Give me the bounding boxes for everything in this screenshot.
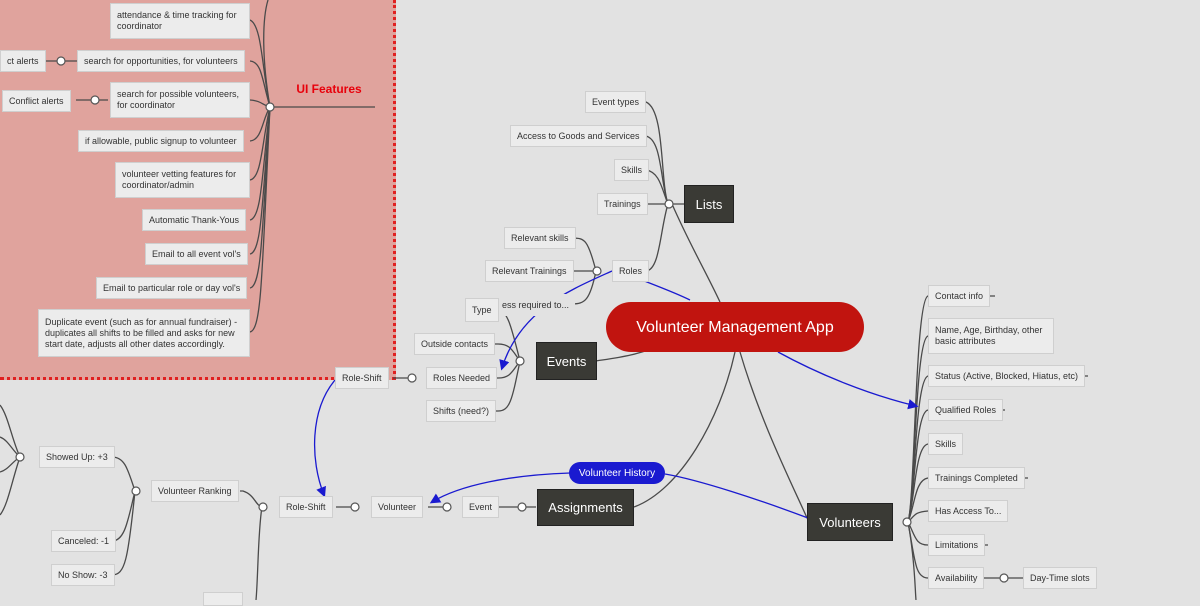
branch-assignments[interactable]: Assignments [537,489,634,526]
events-item-roles-needed[interactable]: Roles Needed [426,367,498,389]
assignment-event[interactable]: Event [462,496,500,518]
ranking-canceled[interactable]: Canceled: -1 [51,530,117,552]
role-shift-upper[interactable]: Role-Shift [335,367,389,389]
events-item-shifts[interactable]: Shifts (need?) [426,400,497,422]
availability-day-time-slots[interactable]: Day-Time slots [1023,567,1097,589]
ui-feature-email-all[interactable]: Email to all event vol's [145,243,248,265]
conflict-alerts[interactable]: Conflict alerts [2,90,71,112]
ui-features-title[interactable]: UI Features [296,81,362,96]
roles-item-relevant-skills[interactable]: Relevant skills [504,227,576,249]
ui-feature-public-signup[interactable]: if allowable, public signup to volunteer [78,130,244,152]
list-item-roles[interactable]: Roles [612,260,650,282]
ui-feature-thank-yous[interactable]: Automatic Thank-Yous [142,209,247,231]
assignment-role-shift[interactable]: Role-Shift [279,496,333,518]
ui-feature-search-opportunities[interactable]: search for opportunities, for volunteers [77,50,245,72]
branch-volunteers[interactable]: Volunteers [807,503,893,541]
roles-item-access-required[interactable]: ess required to... [496,294,576,316]
ui-feature-duplicate-event[interactable]: Duplicate event (such as for annual fund… [38,309,250,357]
list-item-access-goods[interactable]: Access to Goods and Services [510,125,647,147]
ui-feature-search-volunteers[interactable]: search for possible volunteers, for coor… [110,82,250,118]
volunteer-skills[interactable]: Skills [928,433,964,455]
events-item-outside-contacts[interactable]: Outside contacts [414,333,496,355]
roles-item-relevant-trainings[interactable]: Relevant Trainings [485,260,574,282]
list-item-skills[interactable]: Skills [614,159,650,181]
ui-feature-vetting[interactable]: volunteer vetting features for coordinat… [115,162,250,198]
ranking-no-show[interactable]: No Show: -3 [51,564,115,586]
rel-history-left [429,472,571,504]
branch-lists[interactable]: Lists [684,185,734,223]
volunteer-has-access[interactable]: Has Access To... [928,500,1009,522]
rel-central-qualified-roles [777,351,919,410]
rel-role-shift-role-shift [313,379,336,498]
partial-node-bottom [203,592,243,606]
volunteer-basic-attributes[interactable]: Name, Age, Birthday, other basic attribu… [928,318,1054,354]
conflict-alerts-partial[interactable]: ct alerts [0,50,46,72]
ranking-showed-up[interactable]: Showed Up: +3 [39,446,115,468]
volunteer-availability[interactable]: Availability [928,567,985,589]
link-central-volunteers [739,351,809,521]
ui-feature-email-role[interactable]: Email to particular role or day vol's [96,277,248,299]
assignment-volunteer[interactable]: Volunteer [371,496,424,518]
list-item-trainings[interactable]: Trainings [597,193,648,215]
volunteer-contact-info[interactable]: Contact info [928,285,991,307]
ui-feature-attendance[interactable]: attendance & time tracking for coordinat… [110,3,250,39]
volunteer-status[interactable]: Status (Active, Blocked, Hiatus, etc) [928,365,1086,387]
list-item-event-types[interactable]: Event types [585,91,647,113]
volunteer-trainings-completed[interactable]: Trainings Completed [928,467,1025,489]
volunteer-qualified-roles[interactable]: Qualified Roles [928,399,1004,421]
events-item-type[interactable]: Type [465,298,499,322]
volunteer-limitations[interactable]: Limitations [928,534,986,556]
rel-history-right [664,473,809,519]
central-topic[interactable]: Volunteer Management App [606,302,864,352]
volunteer-history-label[interactable]: Volunteer History [569,462,665,484]
volunteer-ranking[interactable]: Volunteer Ranking [151,480,239,502]
link-central-lists [671,203,721,303]
branch-events[interactable]: Events [536,342,597,380]
link-central-assignments [633,351,736,508]
